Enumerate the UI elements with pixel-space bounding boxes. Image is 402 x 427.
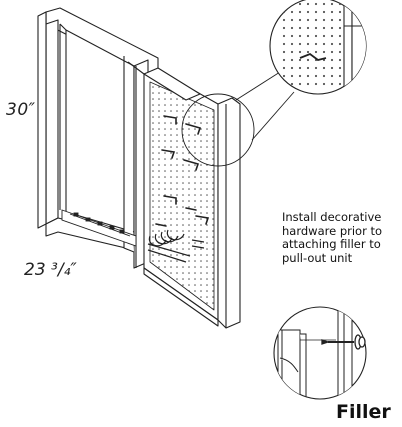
filler-strip [217,97,241,329]
callout-lines [181,71,295,167]
drawer-slide [61,209,137,247]
pegboard-hooks [155,115,210,227]
width-dimension: 23 ³/₄″ [24,260,77,280]
height-dimension: 30″ [6,100,36,120]
pullout-unit [143,67,219,327]
install-note: Install decorative hardware prior to att… [282,210,383,265]
screw-icon [321,334,366,350]
filler-label: Filler [336,401,391,423]
top-zoom-callout [269,0,367,95]
lower-hooks [147,229,205,263]
bottom-zoom-callout [273,306,367,400]
